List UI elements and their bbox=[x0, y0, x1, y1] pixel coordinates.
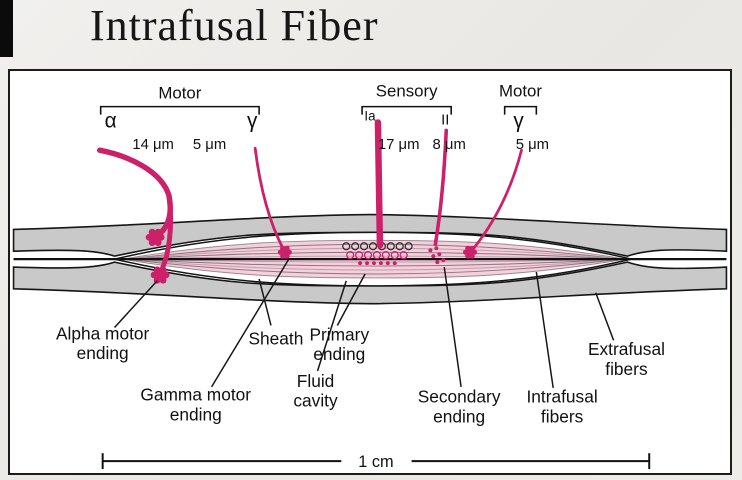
gamma-motor-ending-leader bbox=[210, 258, 290, 388]
motor-left-bracket bbox=[99, 105, 260, 115]
figure-box: Motor α γ 14 μm 5 μm Sensory Ia II 17 μm… bbox=[8, 69, 732, 475]
page-title: Intrafusal Fiber bbox=[90, 1, 379, 50]
label-secondary-ending-1: Secondary bbox=[418, 387, 501, 407]
fiber-symbol-gamma-right: γ bbox=[513, 109, 524, 132]
gamma-motor-fiber-left bbox=[253, 146, 285, 250]
fiber-symbol-ia: Ia bbox=[364, 109, 376, 124]
ia-sensory-fiber bbox=[374, 119, 384, 249]
alpha-motor-ending-leader bbox=[113, 280, 158, 328]
fiber-symbol-gamma-left: γ bbox=[247, 109, 258, 132]
fiber-size-ii: 8 μm bbox=[433, 137, 466, 153]
primary-ending-coils bbox=[342, 242, 413, 266]
nerve-group-label-motor-right: Motor bbox=[499, 82, 542, 101]
fiber-symbol-ii: II bbox=[441, 112, 449, 128]
motor-right-bracket bbox=[503, 105, 538, 115]
gamma-motor-fiber-right bbox=[471, 148, 523, 251]
label-intrafusal-fibers-1: Intrafusal bbox=[526, 387, 597, 407]
fiber-size-gamma-right: 5 μm bbox=[516, 137, 549, 153]
nerve-group-label-sensory: Sensory bbox=[376, 82, 438, 101]
secondary-ending-leader bbox=[443, 266, 462, 387]
fiber-symbol-alpha: α bbox=[105, 109, 117, 132]
fluid-cavity-leader bbox=[316, 280, 347, 372]
corner-accent-bar bbox=[0, 0, 13, 57]
fiber-size-alpha: 14 μm bbox=[132, 137, 174, 153]
label-secondary-ending-2: ending bbox=[433, 407, 485, 427]
muscle-spindle-diagram: Motor α γ 14 μm 5 μm Sensory Ia II 17 μm… bbox=[12, 82, 728, 471]
primary-ending-leader bbox=[336, 273, 366, 326]
alpha-motor-fiber-branch bbox=[158, 193, 173, 274]
intrafusal-fibers-leader bbox=[535, 271, 554, 388]
intrafusal-striations bbox=[126, 243, 622, 275]
label-primary-ending-1: Primary bbox=[309, 324, 369, 344]
sensory-bracket bbox=[361, 105, 452, 115]
label-primary-ending-2: ending bbox=[313, 344, 365, 364]
label-fluid-cavity-2: cavity bbox=[293, 391, 338, 411]
scale-bar-label: 1 cm bbox=[358, 453, 393, 471]
extrafusal-band-top bbox=[12, 213, 728, 257]
sheath-leader bbox=[258, 278, 272, 326]
label-sheath: Sheath bbox=[248, 328, 303, 348]
scale-bar bbox=[101, 453, 651, 470]
nerve-group-label-motor-left: Motor bbox=[158, 84, 201, 103]
label-alpha-motor-ending-1: Alpha motor bbox=[56, 323, 150, 343]
label-intrafusal-fibers-2: fibers bbox=[541, 407, 584, 427]
label-extrafusal-fibers-1: Extrafusal bbox=[588, 339, 665, 359]
label-alpha-motor-ending-2: ending bbox=[77, 343, 129, 363]
fiber-size-gamma-left: 5 μm bbox=[193, 137, 226, 153]
ii-sensory-fiber bbox=[433, 128, 449, 247]
label-gamma-motor-ending-2: ending bbox=[170, 405, 222, 425]
label-extrafusal-fibers-2: fibers bbox=[605, 359, 648, 379]
label-fluid-cavity-1: Fluid bbox=[297, 371, 335, 391]
label-gamma-motor-ending-1: Gamma motor bbox=[140, 385, 251, 405]
extrafusal-fibers-leader bbox=[595, 292, 615, 341]
fiber-size-ia: 17 μm bbox=[378, 137, 420, 153]
secondary-ending-dots bbox=[428, 246, 446, 265]
